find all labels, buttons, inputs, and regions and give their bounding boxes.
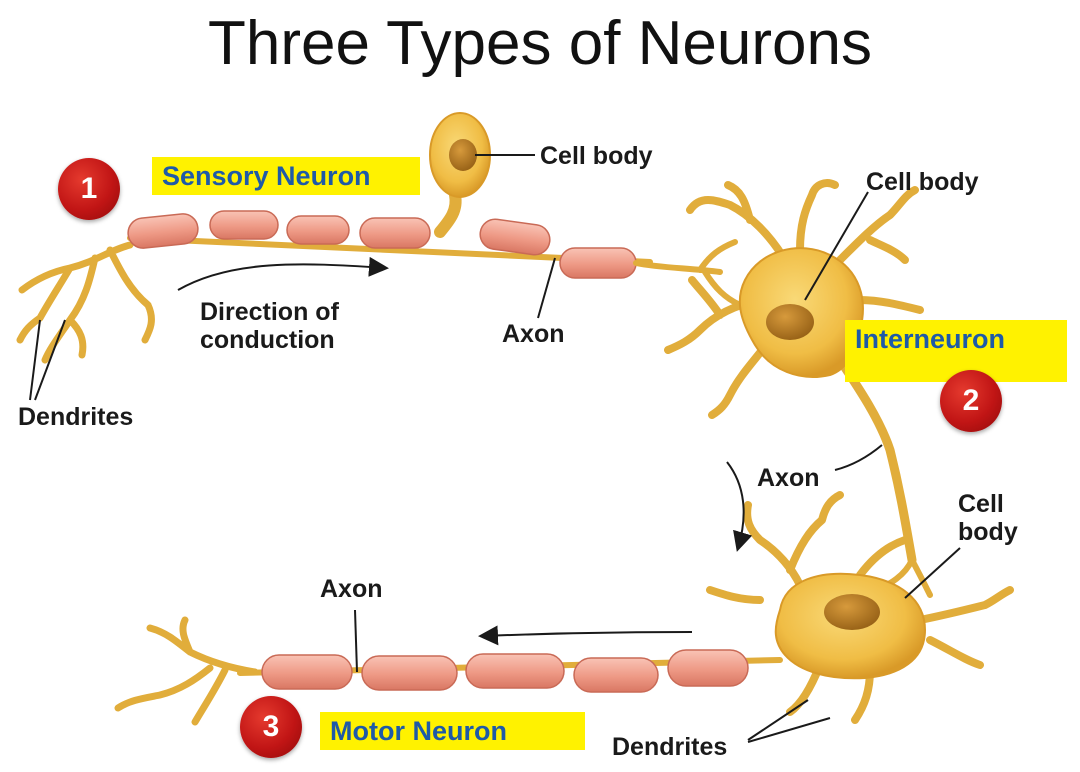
direction-arrow-sensory — [177, 256, 389, 291]
sensory-dendrites-label: Dendrites — [18, 403, 134, 431]
badge-1: 1 — [58, 158, 120, 220]
badge-2: 2 — [940, 370, 1002, 432]
interneuron-label: Interneuron — [845, 320, 1067, 382]
motor-dendrites-label: Dendrites — [612, 733, 728, 761]
direction-label-line2: conduction — [200, 326, 335, 354]
direction-label-line1: Direction of — [200, 298, 339, 326]
motor-neuron-label: Motor Neuron — [320, 712, 585, 750]
interneuron-cell-body-label: Cell body — [866, 168, 979, 196]
badge-3: 3 — [240, 696, 302, 758]
motor-cell-body-label-line1: Cell — [958, 490, 1004, 518]
interneuron-axon-label: Axon — [757, 464, 820, 492]
motor-axon-label: Axon — [320, 575, 383, 603]
sensory-dendrites — [16, 241, 155, 364]
motor-myelin — [261, 649, 749, 693]
motor-cell-body-label-line2: body — [958, 518, 1018, 546]
pointer-lines — [29, 154, 961, 743]
direction-arrow-inter — [726, 461, 753, 552]
sensory-neuron-label: Sensory Neuron — [152, 157, 420, 195]
interneuron-nucleus — [766, 304, 814, 340]
direction-arrow-motor — [478, 625, 693, 646]
page-title: Three Types of Neurons — [208, 9, 872, 78]
interneuron — [664, 179, 933, 598]
sensory-cell-body-label: Cell body — [540, 142, 653, 170]
direction-arrows — [177, 256, 753, 646]
sensory-axon-label: Axon — [502, 320, 565, 348]
sensory-nucleus — [449, 139, 477, 171]
motor-nucleus — [824, 594, 880, 630]
sensory-myelin — [127, 210, 637, 279]
